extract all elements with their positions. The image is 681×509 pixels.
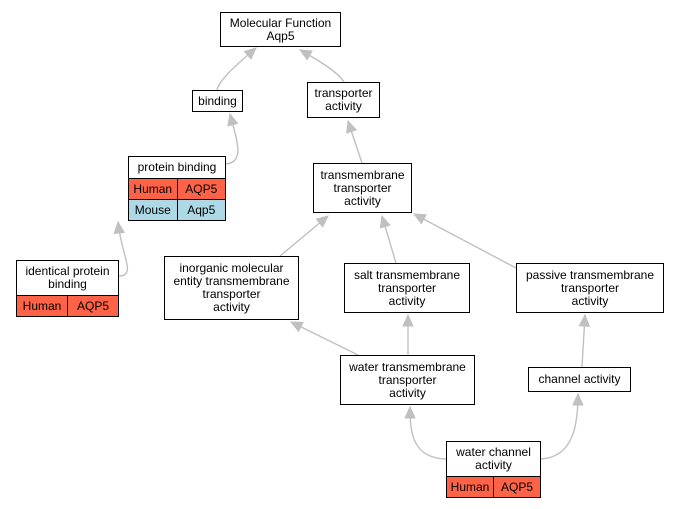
- species-cell: Mouse: [134, 202, 171, 217]
- arrowhead-transmembrane_transporter-to-transporter_activity: [346, 119, 358, 134]
- node-label-line: Molecular Function: [229, 15, 332, 30]
- arrowhead-water_transmembrane-to-inorganic_molecular: [289, 321, 304, 333]
- node-label-line: water transmembrane: [349, 359, 466, 374]
- node-label-line: transmembrane: [320, 167, 405, 182]
- node-label-line: transporter: [377, 280, 437, 295]
- gene-cell: Aqp5: [176, 200, 226, 220]
- arrowhead-protein_binding-to-binding: [227, 112, 239, 127]
- node-label-line: activity: [325, 99, 362, 113]
- gene-cell: AQP5: [67, 296, 118, 316]
- node-label-line: passive transmembrane: [525, 267, 655, 282]
- node-label-line: inorganic molecular: [179, 261, 284, 275]
- node-label-line: activity: [389, 385, 426, 400]
- node-label-line: activity: [475, 458, 512, 472]
- node-channel-activity[interactable]: channel activity: [528, 367, 631, 392]
- node-label-line: binding: [48, 277, 87, 291]
- node-label-line: entity transmembrane: [173, 274, 290, 288]
- node-label-line: identical protein: [25, 264, 110, 278]
- gene-cell: AQP5: [176, 179, 226, 199]
- arrowhead-water_channel-to-channel_activity: [572, 392, 584, 406]
- node-label-line: protein binding: [137, 160, 217, 174]
- node-label-line: transporter: [202, 287, 261, 301]
- arrowhead-water_transmembrane-to-salt_transmembrane: [402, 313, 414, 327]
- node-label-line: binding: [198, 93, 237, 108]
- arrowhead-channel_activity-to-passive_transmembrane: [578, 313, 591, 327]
- arrowhead-salt_transmembrane-to-transmembrane_transporter: [379, 214, 391, 229]
- node-label-line: water channel: [456, 445, 531, 459]
- edge-water_transmembrane-to-inorganic_molecular: [290, 321, 359, 356]
- node-label: channel activity: [529, 368, 630, 391]
- edge-water_channel-to-water_transmembrane: [409, 406, 447, 460]
- node-label-line: transporter: [560, 280, 620, 295]
- node-label-line: channel activity: [538, 372, 621, 386]
- arrowhead-identical_protein_binding-to-protein_binding: [113, 220, 125, 235]
- node-label: binding: [193, 91, 242, 111]
- species-cell: Human: [450, 479, 490, 494]
- edge-water_channel-to-channel_activity: [540, 393, 579, 460]
- gene-cell: AQP5: [493, 477, 540, 497]
- species-cell: Human: [133, 181, 173, 196]
- node-binding[interactable]: binding: [192, 90, 243, 112]
- node-label-line: activity: [213, 300, 250, 314]
- node-label-line: transporter: [378, 372, 437, 387]
- annotation-row-mouse: Mouse Aqp5: [129, 199, 225, 220]
- arrowhead-passive_transmembrane-to-transmembrane_transporter: [412, 213, 427, 225]
- arrowhead-binding-to-root: [243, 47, 257, 60]
- node-label-line: transporter: [314, 86, 373, 100]
- node-label-line: activity: [571, 293, 609, 308]
- annotation-row-human: Human AQP5: [17, 295, 118, 316]
- arrowhead-inorganic_molecular-to-transmembrane_transporter: [315, 215, 329, 228]
- arrowhead-transporter_activity-to-root: [298, 49, 313, 61]
- node-label-line: activity: [344, 193, 381, 208]
- arrowhead-water_channel-to-water_transmembrane: [404, 405, 416, 419]
- node-label-line: Aqp5: [266, 28, 295, 43]
- species-cell: Human: [22, 298, 62, 313]
- node-label-line: transporter: [333, 180, 392, 195]
- node-label-line: activity: [388, 293, 426, 308]
- edge-passive_transmembrane-to-transmembrane_transporter: [413, 213, 517, 269]
- node-label: protein binding: [129, 157, 225, 178]
- node-label-line: salt transmembrane: [353, 267, 461, 282]
